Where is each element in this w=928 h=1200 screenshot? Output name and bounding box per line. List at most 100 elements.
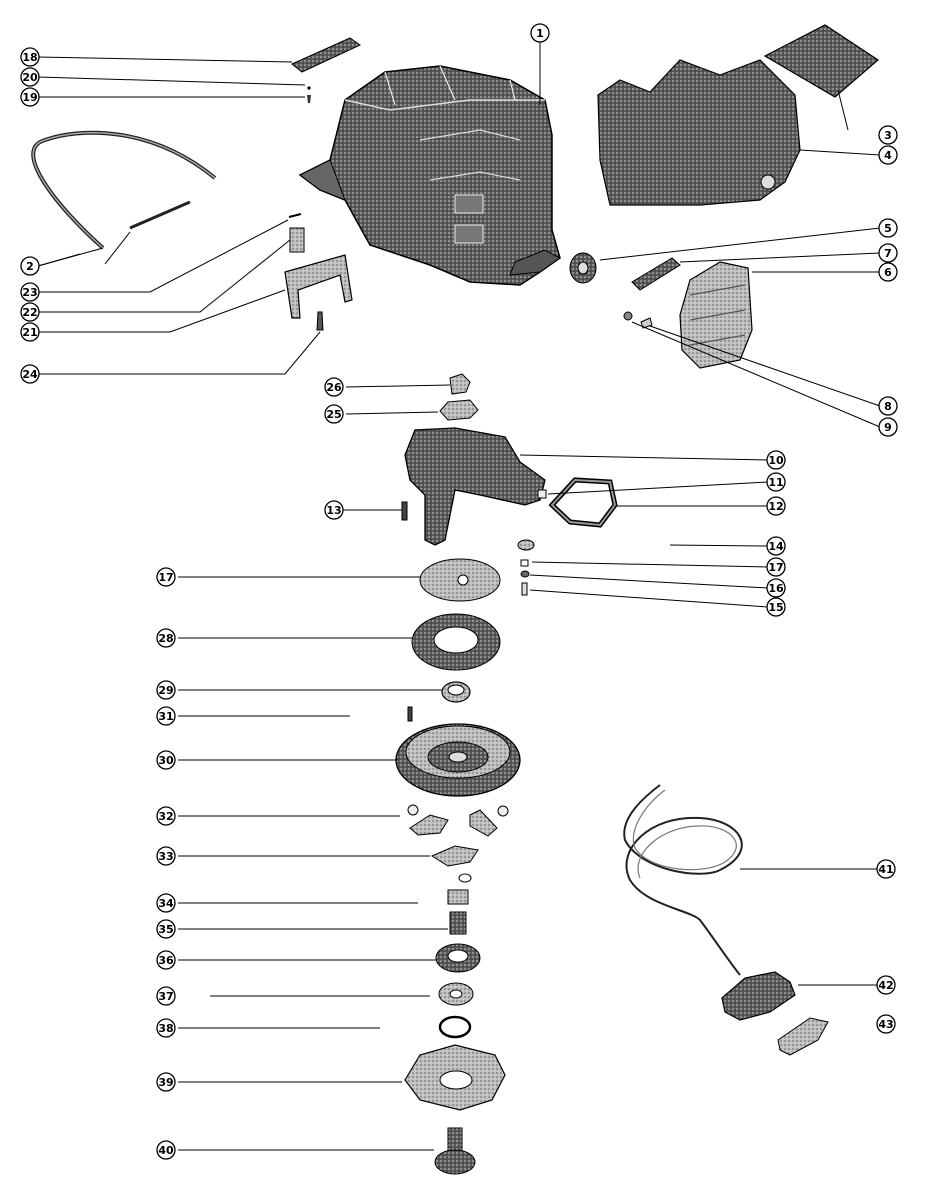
callout-label: 4 bbox=[884, 149, 892, 162]
callout-label: 22 bbox=[22, 306, 37, 319]
callout-circle bbox=[156, 1140, 176, 1160]
callout-c31: 31 bbox=[156, 706, 176, 726]
callout-label: 3 bbox=[884, 129, 892, 142]
spring-housing-part bbox=[411, 613, 501, 671]
callout-circle bbox=[766, 450, 786, 470]
callout-circle bbox=[156, 806, 176, 826]
seal-strip-part bbox=[31, 130, 217, 250]
callout-label: 11 bbox=[768, 476, 783, 489]
callout-c12: 12 bbox=[766, 496, 786, 516]
callout-circle bbox=[20, 87, 40, 107]
callout-label: 31 bbox=[158, 710, 173, 723]
callout-circle bbox=[766, 578, 786, 598]
side-panel-part bbox=[597, 59, 801, 206]
callout-c39: 39 bbox=[156, 1072, 176, 1092]
callout-c9: 9 bbox=[878, 417, 898, 437]
callout-label: 34 bbox=[158, 897, 174, 910]
callout-c29: 29 bbox=[156, 680, 176, 700]
callout-c1: 1 bbox=[530, 23, 550, 43]
callout-c19: 19 bbox=[20, 87, 40, 107]
callout-circle bbox=[878, 243, 898, 263]
callout-label: 8 bbox=[884, 400, 892, 413]
callout-c24: 24 bbox=[20, 364, 40, 384]
callout-c16: 16 bbox=[766, 578, 786, 598]
callout-label: 36 bbox=[158, 954, 174, 967]
callout-c8: 8 bbox=[878, 396, 898, 416]
starter-rope-part bbox=[623, 784, 743, 976]
callout-c38: 38 bbox=[156, 1018, 176, 1038]
callout-c34: 34 bbox=[156, 893, 176, 913]
callout-label: 7 bbox=[884, 247, 892, 260]
pad-part bbox=[631, 257, 681, 291]
handle-insert-part bbox=[777, 1017, 829, 1056]
callout-c35: 35 bbox=[156, 919, 176, 939]
callout-label: 30 bbox=[158, 754, 174, 767]
callout-circle bbox=[20, 322, 40, 342]
callout-circle bbox=[876, 975, 896, 995]
handle-part bbox=[679, 261, 753, 369]
callout-c6: 6 bbox=[878, 262, 898, 282]
callout-circle bbox=[324, 500, 344, 520]
leader-lines bbox=[37, 40, 881, 1151]
callout-c28: 28 bbox=[156, 628, 176, 648]
callout-label: 28 bbox=[158, 632, 173, 645]
callout-c33: 33 bbox=[156, 846, 176, 866]
callout-label: 14 bbox=[768, 540, 784, 553]
callout-label: 20 bbox=[22, 71, 38, 84]
callout-label: 21 bbox=[22, 326, 37, 339]
callout-c26: 26 bbox=[324, 377, 344, 397]
callout-label: 19 bbox=[22, 91, 37, 104]
callout-circle bbox=[20, 47, 40, 67]
callout-circle bbox=[156, 628, 176, 648]
callout-circle bbox=[878, 262, 898, 282]
pin-part bbox=[407, 706, 413, 722]
small-hardware-part bbox=[517, 539, 535, 596]
callout-circle bbox=[878, 145, 898, 165]
callout-label: 17 bbox=[768, 561, 783, 574]
callout-circle bbox=[878, 417, 898, 437]
friction-plate-part bbox=[438, 982, 474, 1006]
callout-label: 12 bbox=[768, 500, 783, 513]
callout-label: 9 bbox=[884, 421, 892, 434]
callout-label: 5 bbox=[884, 222, 892, 235]
callout-label: 23 bbox=[22, 286, 37, 299]
callout-c14: 14 bbox=[766, 536, 786, 556]
callout-circle bbox=[156, 893, 176, 913]
callout-c10: 10 bbox=[766, 450, 786, 470]
callout-c13: 13 bbox=[324, 500, 344, 520]
callout-c17a: 17 bbox=[766, 557, 786, 577]
bolt-part bbox=[434, 1127, 476, 1175]
callout-circle bbox=[156, 567, 176, 587]
callout-label: 25 bbox=[326, 408, 341, 421]
callout-c18: 18 bbox=[20, 47, 40, 67]
callout-circle bbox=[156, 1072, 176, 1092]
callout-c20: 20 bbox=[20, 67, 40, 87]
callout-c41: 41 bbox=[876, 859, 896, 879]
callout-circle bbox=[766, 536, 786, 556]
callout-c25: 25 bbox=[324, 404, 344, 424]
gasket-part bbox=[548, 477, 618, 528]
callout-circle bbox=[530, 23, 550, 43]
callout-c32: 32 bbox=[156, 806, 176, 826]
disc-part bbox=[419, 558, 501, 602]
callout-circle bbox=[878, 218, 898, 238]
callout-circle bbox=[324, 404, 344, 424]
starter-housing-part bbox=[404, 427, 546, 546]
callout-layer: 1234567891011121314151617171819202122232… bbox=[20, 23, 898, 1160]
callout-label: 15 bbox=[768, 601, 783, 614]
pulley-part bbox=[395, 723, 521, 797]
callout-circle bbox=[20, 302, 40, 322]
snap-ring-part bbox=[438, 1015, 472, 1039]
callout-c36: 36 bbox=[156, 950, 176, 970]
callout-c11: 11 bbox=[766, 472, 786, 492]
callout-label: 37 bbox=[158, 990, 173, 1003]
callout-c17b: 17 bbox=[156, 567, 176, 587]
callout-c5: 5 bbox=[878, 218, 898, 238]
bracket-part bbox=[284, 213, 353, 331]
callout-circle bbox=[878, 125, 898, 145]
callout-circle bbox=[766, 597, 786, 617]
callout-label: 42 bbox=[878, 979, 893, 992]
callout-circle bbox=[878, 396, 898, 416]
callout-c3: 3 bbox=[878, 125, 898, 145]
callout-circle bbox=[156, 919, 176, 939]
